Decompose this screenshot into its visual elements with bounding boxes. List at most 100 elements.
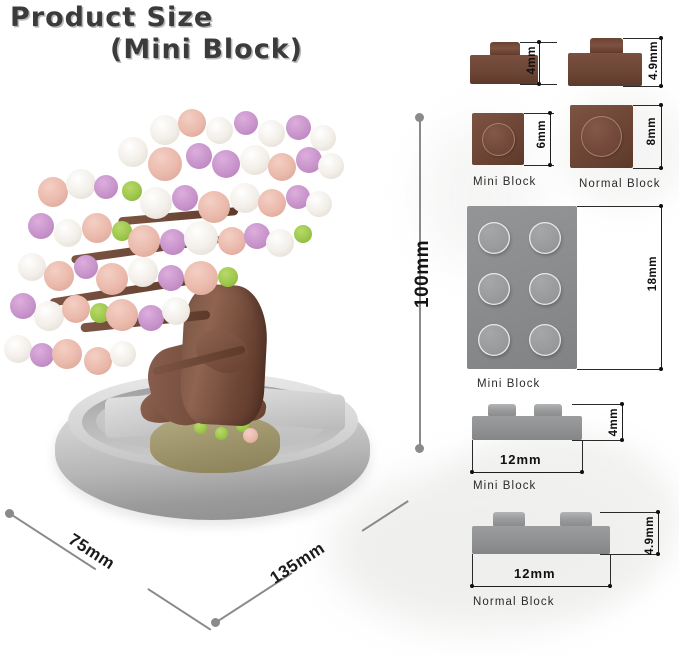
bar-stud: [488, 404, 516, 416]
blossom-pink: [96, 263, 128, 295]
normal-bar-height-label: 4.9mm: [644, 516, 656, 555]
measure-leader: [633, 105, 663, 106]
plate-stud: [478, 324, 510, 356]
mini-bar-caption: Mini Block: [473, 480, 537, 492]
blossom-white: [4, 335, 32, 363]
leaf: [90, 303, 110, 323]
measure-dot: [620, 402, 624, 406]
brick-stud: [581, 116, 622, 157]
brick-stud: [490, 42, 520, 56]
measure-leader: [600, 554, 660, 555]
normal-block-side-measure-label: 4.9mm: [648, 41, 660, 80]
blossom-pink: [62, 295, 90, 323]
mini-block-plate-top-view: [467, 206, 577, 369]
measure-dot: [537, 40, 541, 44]
blossom-pink: [82, 213, 112, 243]
blossom-white: [110, 341, 136, 367]
dimension-endpoint-vertex-dot: [211, 618, 220, 627]
blossom-bud: [10, 293, 36, 319]
mini-bar-width-label: 12mm: [500, 452, 542, 467]
measure-dot: [548, 163, 552, 167]
blossom-white: [140, 187, 172, 219]
ground-flower: [243, 428, 258, 443]
blossom-white: [240, 145, 270, 175]
mini-block-top-measure-label: 6mm: [536, 120, 548, 149]
blossom-pink: [84, 347, 112, 375]
measure-dot: [608, 584, 612, 588]
normal-block-bar-side-view: [472, 526, 610, 554]
measure-leader: [572, 404, 624, 405]
blossom-bud: [74, 255, 98, 279]
brick-body: [568, 53, 642, 86]
leaf: [122, 181, 142, 201]
measure-dot: [656, 510, 660, 514]
bar-stud: [560, 512, 592, 526]
measure-dot: [659, 166, 663, 170]
mini-block-caption: Mini Block: [473, 176, 537, 188]
blossom-pink: [38, 177, 68, 207]
plate-stud: [529, 273, 561, 305]
mini-block-top-view: [472, 113, 524, 165]
title-line-2: (Mini Block): [110, 33, 304, 65]
measure-leader: [623, 86, 663, 87]
measure-leader: [524, 113, 554, 114]
mini-bar-height-label: 4mm: [608, 408, 620, 437]
normal-bar-caption: Normal Block: [473, 596, 555, 608]
blossom-white: [310, 125, 336, 151]
measure-dot: [659, 367, 663, 371]
height-dimension-line: [419, 120, 421, 445]
measure-leader: [472, 440, 473, 474]
blossom-white: [258, 120, 285, 147]
blossom-bud: [158, 265, 184, 291]
width-dimension-label: 135mm: [266, 538, 329, 588]
blossom-bud: [28, 213, 54, 239]
blossom-bud: [212, 150, 240, 178]
measure-dot: [470, 470, 474, 474]
blossom-pink: [128, 225, 160, 257]
mini-block-side-measure-label: 4mm: [526, 46, 538, 75]
measure-leader: [582, 440, 583, 474]
dimension-endpoint-dot: [415, 444, 424, 453]
blossom-bud: [30, 343, 54, 367]
normal-bar-width-label: 12mm: [514, 566, 556, 581]
blossom-canopy: [0, 95, 400, 415]
measure-leader: [577, 206, 663, 207]
measure-leader: [623, 38, 663, 39]
mini-block-bar-side-view: [472, 416, 582, 440]
measure-leader: [610, 554, 611, 588]
ground-leaf: [194, 421, 207, 434]
dimension-endpoint-dot: [5, 509, 14, 518]
plate-caption: Mini Block: [477, 378, 541, 390]
measure-axis: [658, 512, 660, 554]
blossom-pink: [268, 153, 296, 181]
measure-dot: [659, 84, 663, 88]
bar-stud: [493, 512, 525, 526]
blossom-white: [306, 191, 332, 217]
dimension-endpoint-dot: [415, 113, 424, 122]
measure-dot: [537, 82, 541, 86]
leaf: [218, 267, 238, 287]
measure-dot: [620, 438, 624, 442]
blossom-white: [128, 257, 158, 287]
blossom-bud: [172, 185, 198, 211]
product-image: [0, 95, 400, 525]
plate-stud: [529, 324, 561, 356]
blossom-bud: [234, 111, 258, 135]
blossom-pink: [52, 339, 82, 369]
blossom-bud: [186, 143, 212, 169]
brick-stud: [482, 123, 515, 156]
measure-leader: [572, 440, 624, 441]
measure-leader: [472, 554, 473, 588]
measure-dot: [656, 552, 660, 556]
blossom-pink: [184, 261, 218, 295]
blossom-pink: [148, 147, 182, 181]
blossom-white: [266, 229, 294, 257]
measure-dot: [548, 111, 552, 115]
measure-axis: [661, 38, 663, 86]
brick-stud: [590, 38, 623, 54]
blossom-white: [206, 117, 233, 144]
blossom-pink: [44, 261, 74, 291]
measure-dot: [659, 36, 663, 40]
blossom-bud: [296, 147, 322, 173]
measure-leader: [577, 369, 663, 370]
